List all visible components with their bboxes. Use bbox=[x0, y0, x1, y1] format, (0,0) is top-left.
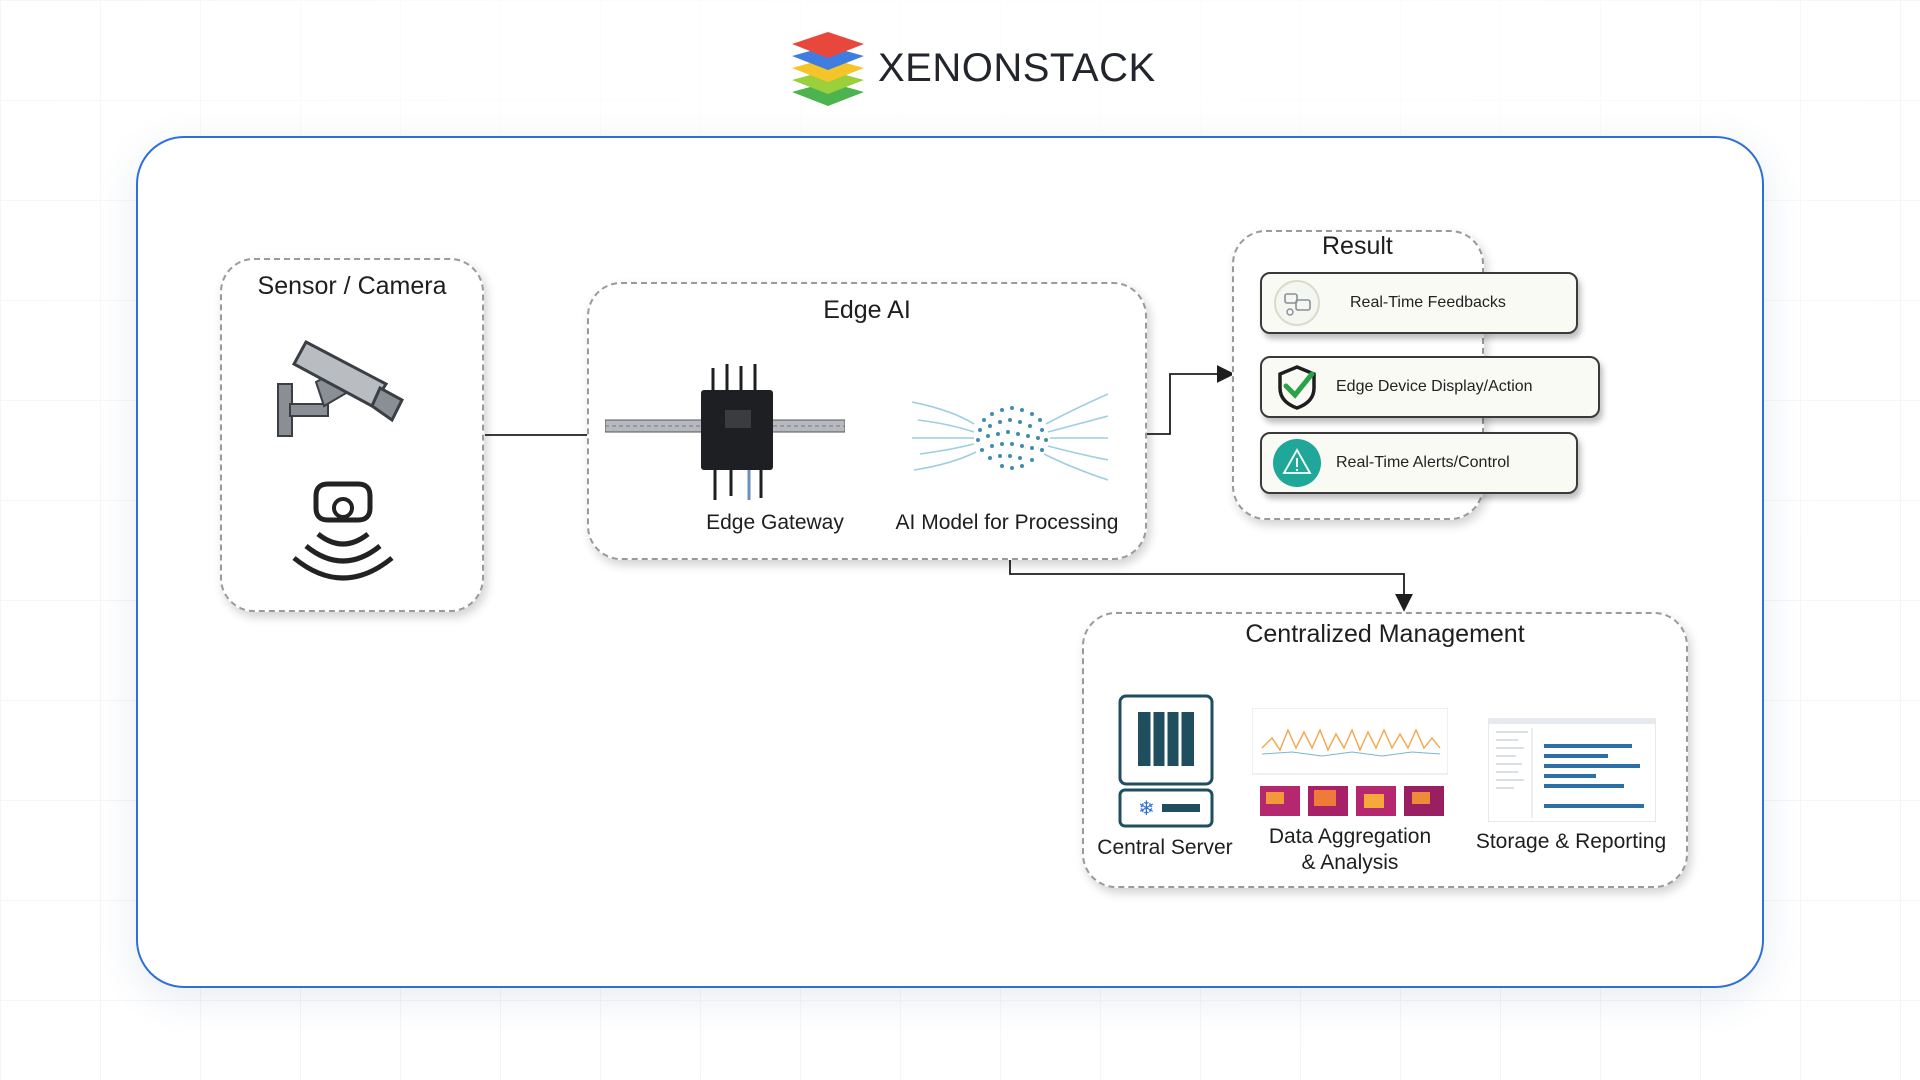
brand-logo: XENONSTACK bbox=[788, 26, 1156, 110]
edge-gateway-device-icon bbox=[605, 364, 845, 500]
result-item-realtime-alerts: Real-Time Alerts/Control bbox=[1260, 432, 1578, 494]
edge-ai-title: Edge AI bbox=[823, 296, 911, 324]
warning-icon bbox=[1273, 439, 1321, 487]
ai-brain-network-icon bbox=[912, 393, 1108, 481]
arrow-model-to-management bbox=[1009, 550, 1413, 612]
result-item-label: Real-Time Alerts/Control bbox=[1336, 454, 1510, 471]
svg-text:❄: ❄ bbox=[1138, 796, 1155, 820]
feedback-icon bbox=[1274, 280, 1320, 326]
brand-name: XENONSTACK bbox=[878, 45, 1156, 90]
sensor-camera-title: Sensor / Camera bbox=[257, 272, 447, 300]
edge-gateway-label: Edge Gateway bbox=[706, 511, 844, 534]
central-server-label: Central Server bbox=[1097, 836, 1233, 859]
analytics-dashboard-icon bbox=[1252, 708, 1448, 816]
storage-reporting-label: Storage & Reporting bbox=[1475, 830, 1667, 853]
report-screen-icon bbox=[1488, 718, 1656, 822]
sensor-camera-box: Sensor / Camera bbox=[220, 258, 484, 612]
shield-check-icon bbox=[1278, 365, 1316, 410]
centralized-management-title: Centralized Management bbox=[1245, 620, 1525, 648]
data-aggregation-label-line1: Data Aggregation bbox=[1268, 825, 1432, 848]
motion-sensor-icon bbox=[292, 481, 394, 581]
result-title: Result bbox=[1322, 232, 1393, 260]
server-icon: ❄ bbox=[1118, 694, 1214, 828]
data-aggregation-label-line2: & Analysis bbox=[1301, 851, 1399, 874]
result-item-realtime-feedbacks: Real-Time Feedbacks bbox=[1260, 272, 1578, 334]
result-item-edge-device-display: Edge Device Display/Action bbox=[1260, 356, 1600, 418]
result-item-label: Real-Time Feedbacks bbox=[1350, 294, 1506, 311]
data-aggregation-label: Data Aggregation & Analysis bbox=[1250, 824, 1450, 876]
layers-logo-icon bbox=[792, 32, 864, 106]
security-camera-icon bbox=[277, 339, 404, 437]
ai-model-label: AI Model for Processing bbox=[895, 511, 1119, 534]
result-item-label: Edge Device Display/Action bbox=[1336, 378, 1533, 395]
